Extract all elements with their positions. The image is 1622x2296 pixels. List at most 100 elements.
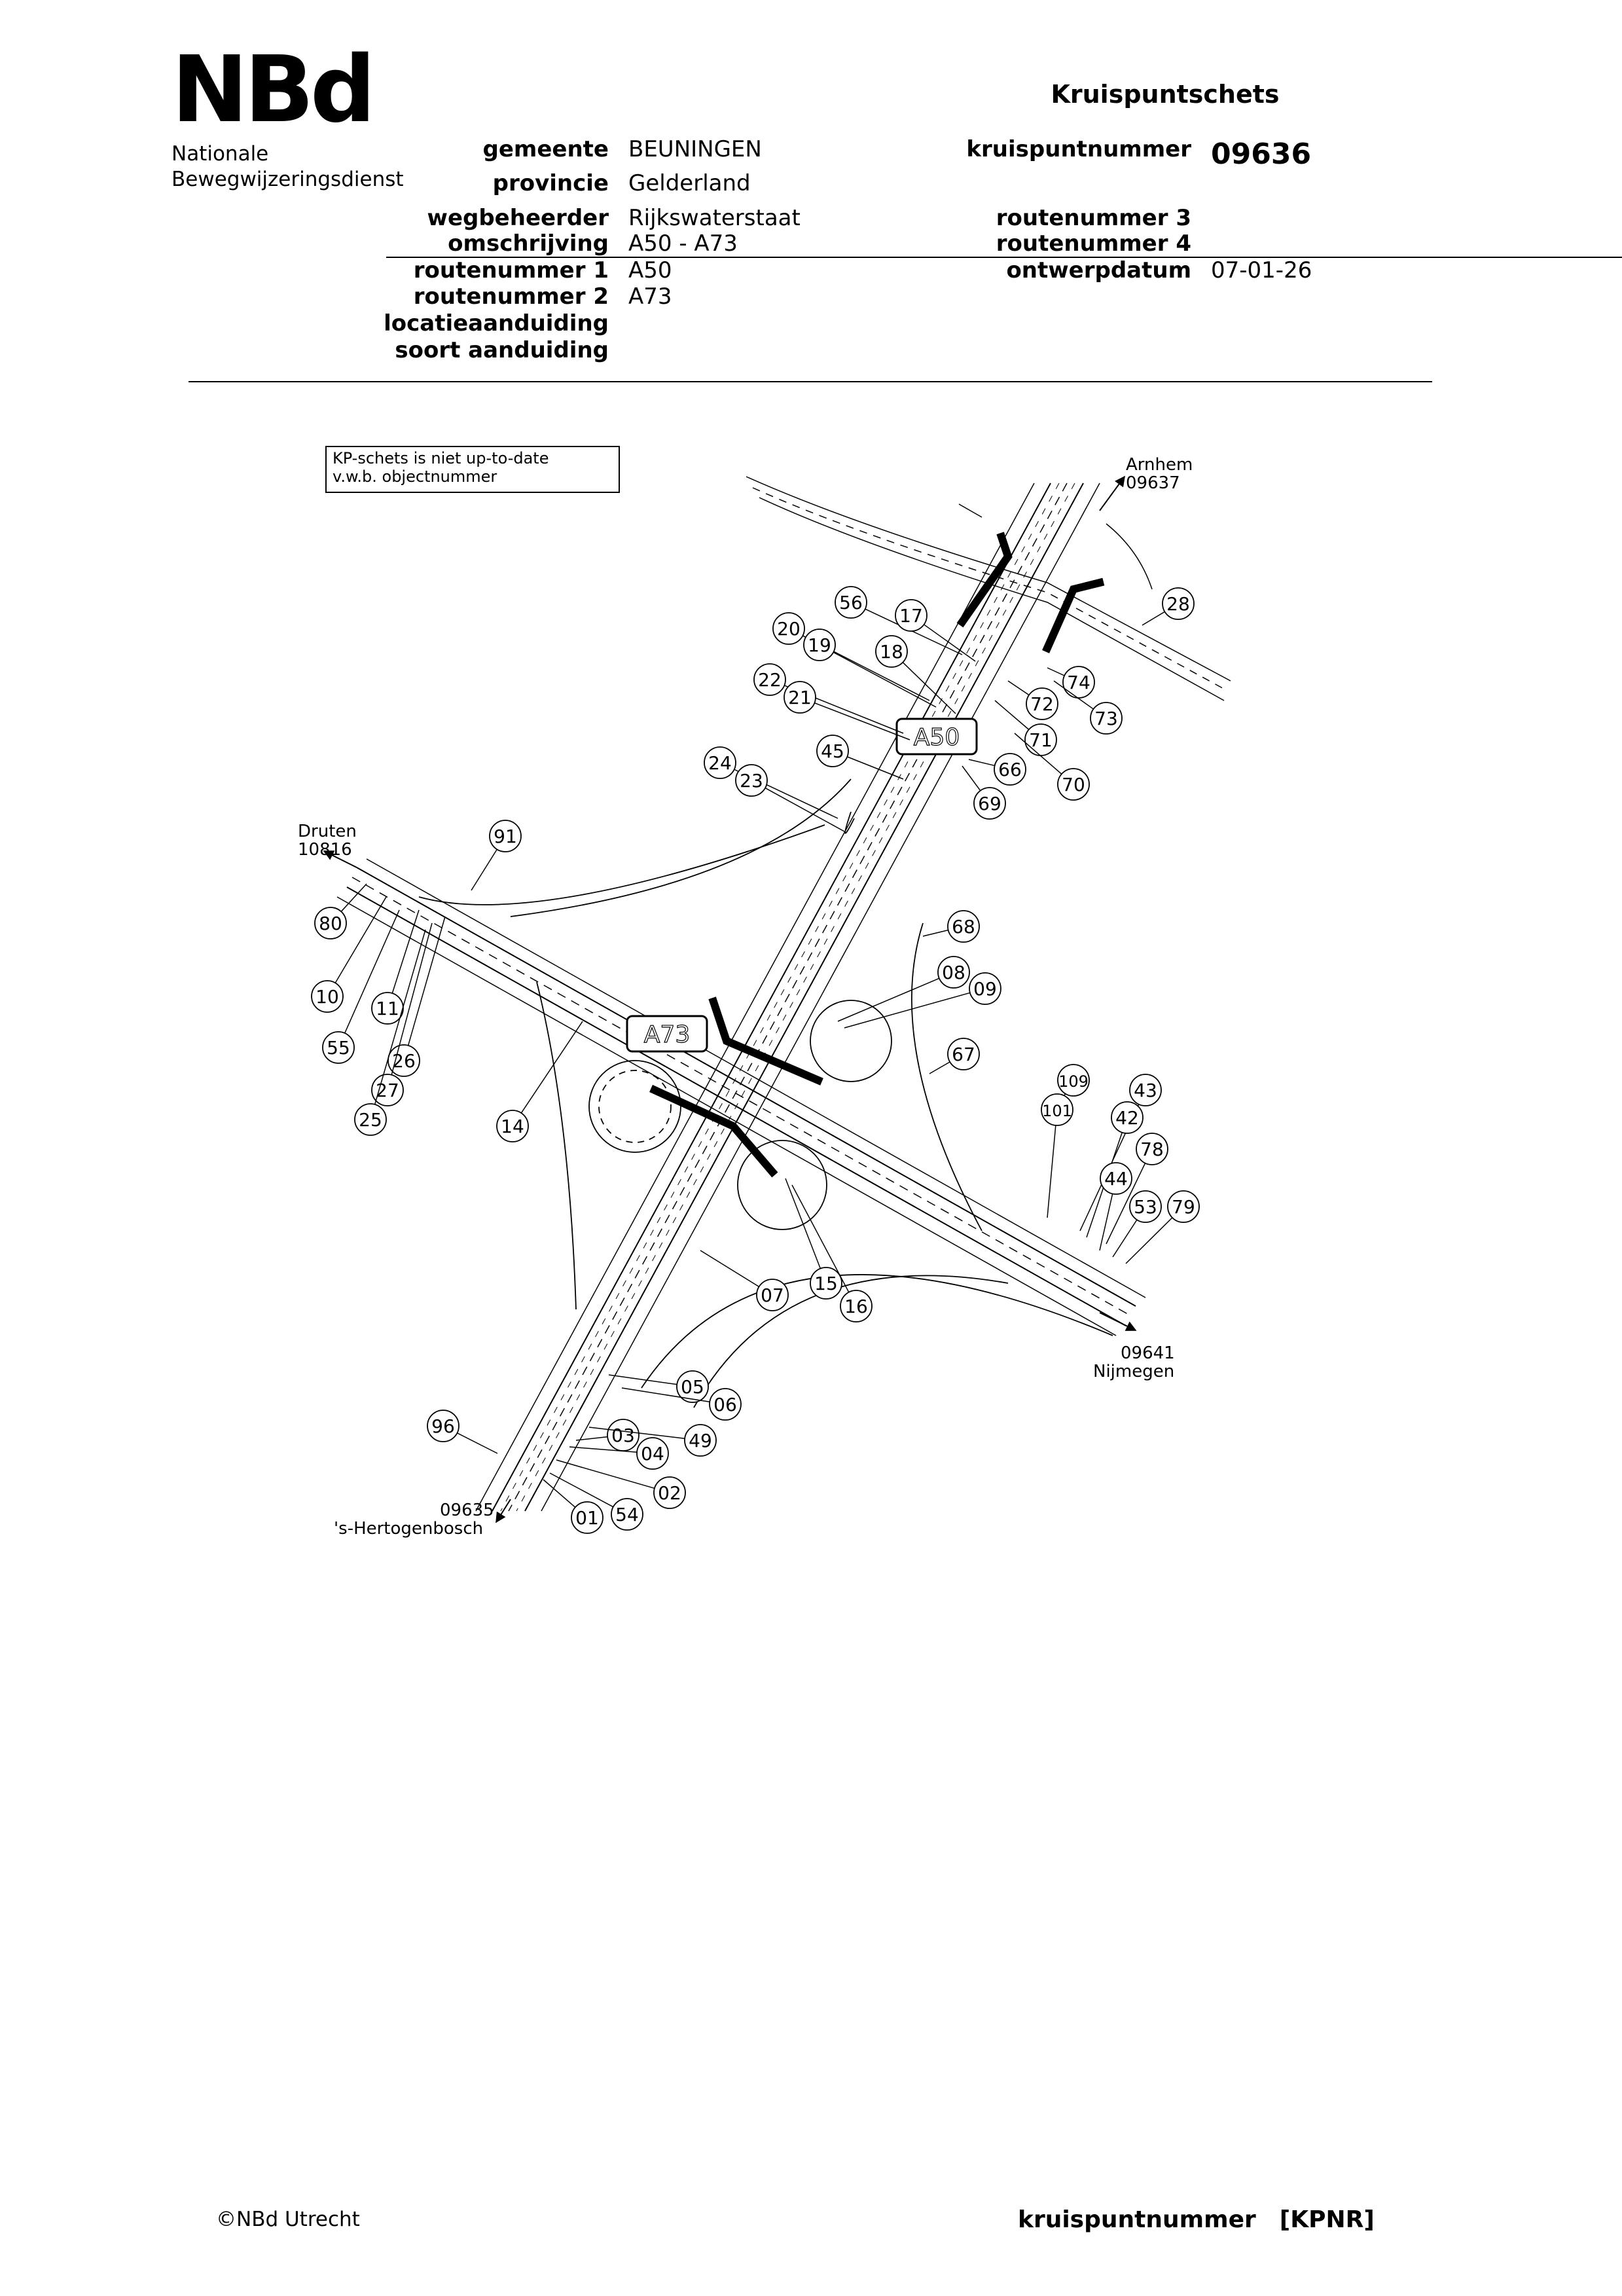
object-leader-67 [929, 1061, 950, 1074]
object-number-78: 78 [1140, 1139, 1164, 1160]
object-circle-91 [489, 820, 522, 852]
object-circle-72 [1026, 687, 1058, 720]
object-number-18: 18 [880, 641, 903, 663]
object-number-03: 03 [611, 1425, 635, 1446]
destination-nijmegen: 09641 Nijmegen [1093, 1343, 1175, 1381]
svg-text:09637: 09637 [1126, 473, 1180, 493]
object-circle-74 [1062, 666, 1095, 699]
object-number-69: 69 [978, 793, 1001, 814]
object-number-72: 72 [1030, 693, 1054, 715]
object-leader-44 [1099, 1194, 1113, 1251]
svg-text:Nijmegen: Nijmegen [1093, 1362, 1174, 1381]
object-leader-17 [924, 624, 976, 662]
object-number-23: 23 [740, 770, 763, 792]
object-number-67: 67 [952, 1044, 975, 1065]
object-leader-11 [391, 909, 420, 994]
object-bubble-69: 69 [962, 765, 1006, 820]
object-leader-19 [833, 651, 937, 708]
object-circle-49 [684, 1424, 717, 1457]
object-number-11: 11 [376, 998, 399, 1019]
object-circle-55 [322, 1031, 355, 1064]
object-bubble-05: 05 [608, 1370, 709, 1403]
object-bubble-80: 80 [314, 883, 367, 939]
object-bubble-79: 79 [1125, 1190, 1200, 1264]
object-leader-69 [962, 765, 981, 792]
object-leader-91 [471, 848, 497, 891]
a50-shield: A50 [895, 718, 978, 756]
object-bubble-09: 09 [844, 972, 1001, 1029]
object-leader-15 [785, 1178, 821, 1269]
object-leader-16 [791, 1184, 850, 1293]
object-bubble-43: 43 [1079, 1074, 1162, 1231]
object-bubble-74: 74 [1047, 666, 1095, 699]
object-number-27: 27 [376, 1080, 399, 1101]
object-circle-09 [969, 972, 1001, 1005]
object-circle-23 [735, 764, 768, 797]
object-bubble-96: 96 [427, 1410, 498, 1454]
object-circle-08 [937, 956, 970, 989]
object-circle-70 [1057, 768, 1090, 801]
label-routenummer-2: routenummer 2 [413, 283, 609, 310]
note-line-1: KP-schets is niet up-to-date [333, 449, 549, 467]
object-bubble-72: 72 [1007, 680, 1058, 720]
object-number-20: 20 [777, 618, 801, 640]
label-routenummer-1: routenummer 1 [413, 257, 609, 283]
object-leader-26 [407, 916, 446, 1046]
object-leader-23 [765, 787, 845, 832]
object-circle-01 [571, 1501, 604, 1534]
object-number-74: 74 [1067, 672, 1090, 693]
interchange-ramps [418, 778, 1113, 1408]
object-bubble-15: 15 [785, 1178, 842, 1300]
label-locatieaanduiding: locatieaanduiding [384, 310, 609, 337]
value-provincie: Gelderland [628, 170, 751, 196]
object-number-80: 80 [319, 913, 342, 934]
object-number-66: 66 [998, 759, 1022, 780]
object-circle-68 [947, 910, 980, 943]
object-bubble-53: 53 [1112, 1190, 1162, 1258]
object-leader-74 [1047, 667, 1065, 676]
object-leader-66 [968, 759, 995, 767]
object-leader-05 [608, 1374, 677, 1385]
object-bubble-70: 70 [1014, 733, 1090, 801]
object-number-55: 55 [327, 1037, 350, 1059]
object-bubble-28: 28 [1142, 587, 1195, 626]
label-wegbeheerder: wegbeheerder [427, 205, 609, 231]
object-bubble-26: 26 [387, 916, 446, 1077]
footer-copyright: ©NBd Utrecht [216, 2208, 360, 2231]
object-number-101: 101 [1042, 1102, 1072, 1120]
object-leader-71 [994, 700, 1030, 730]
object-number-71: 71 [1029, 729, 1053, 751]
object-number-43: 43 [1134, 1080, 1157, 1101]
footer-kruispuntnummer: kruispuntnummer [KPNR] [1018, 2206, 1375, 2233]
object-circle-45 [816, 735, 849, 767]
label-omschrijving: omschrijving [448, 230, 609, 257]
object-circle-17 [895, 599, 928, 632]
object-circle-21 [784, 681, 816, 714]
object-leader-25 [374, 929, 426, 1105]
object-bubble-14: 14 [496, 1021, 583, 1142]
destination-hertogenbosch: 09635 's-Hertogenbosch [334, 1501, 494, 1539]
object-leader-101 [1047, 1125, 1056, 1218]
destination-arnhem: Arnhem 09637 [1126, 455, 1193, 493]
logo-line-1: Nationale [171, 142, 269, 166]
a73-mainline [336, 858, 1146, 1336]
object-number-15: 15 [814, 1273, 838, 1294]
viaduct-markers [649, 532, 1105, 1178]
footer-kp-label: kruispuntnummer [1018, 2206, 1256, 2233]
object-circle-26 [387, 1044, 420, 1077]
svg-text:10816: 10816 [298, 840, 352, 860]
footer-kp-tag: [KPNR] [1279, 2206, 1375, 2233]
object-number-14: 14 [501, 1116, 524, 1137]
object-number-54: 54 [615, 1504, 639, 1525]
a50-shield-label: A50 [914, 724, 960, 751]
object-circle-22 [753, 663, 786, 696]
object-number-02: 02 [658, 1482, 681, 1504]
object-bubble-10: 10 [311, 896, 387, 1013]
object-number-10: 10 [315, 986, 339, 1008]
object-number-06: 06 [713, 1394, 737, 1415]
object-circle-04 [636, 1437, 669, 1470]
object-leader-56 [865, 608, 963, 655]
header-divider-lower [189, 381, 1432, 382]
object-bubble-17: 17 [895, 599, 976, 662]
object-leader-09 [844, 992, 971, 1029]
